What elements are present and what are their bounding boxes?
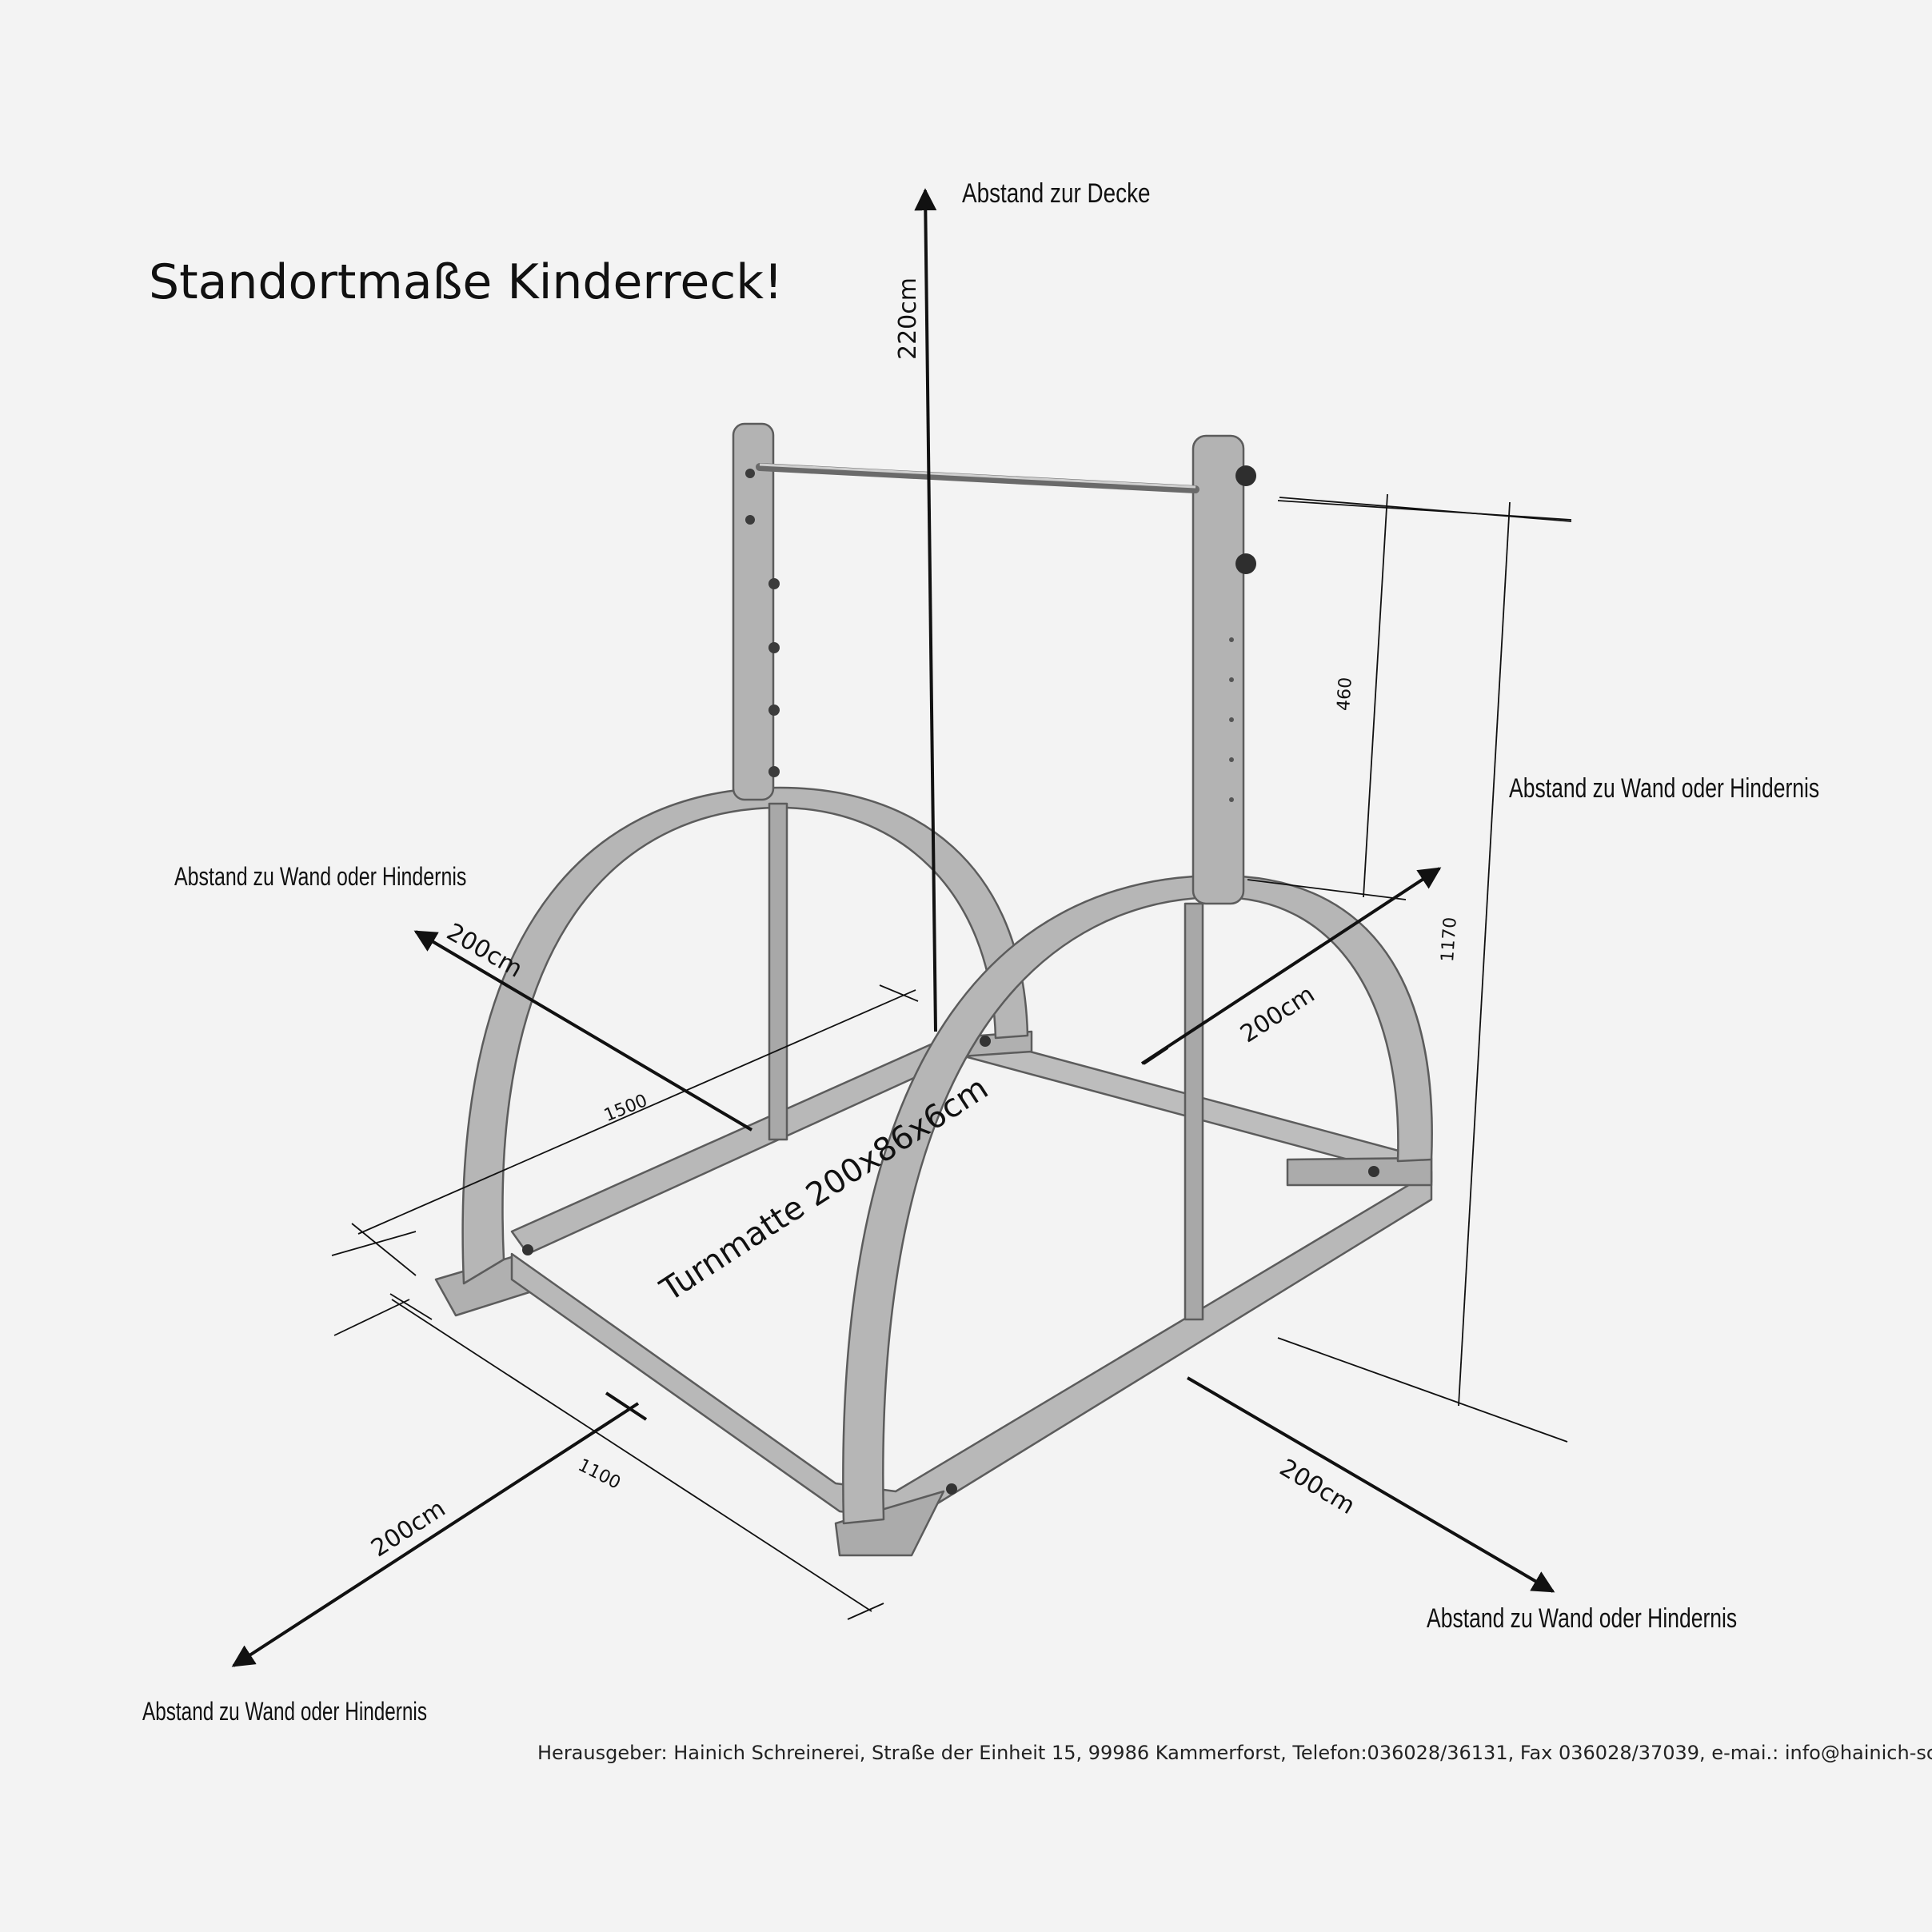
right-foot-pad-front <box>834 1490 945 1557</box>
left-post-holes <box>745 469 780 777</box>
back-arch <box>461 786 1029 1285</box>
ceiling-arrow <box>914 188 937 1032</box>
left-post-lower <box>768 802 788 1141</box>
length-dimension <box>331 984 919 1276</box>
wall-bottom-right-label: Abstand zu Wand oder Hindernis <box>1427 1603 1738 1634</box>
post-dimension-value: 460 <box>1334 677 1356 712</box>
height-dimension <box>1277 497 1572 1443</box>
wall-left-label: Abstand zu Wand oder Hindernis <box>174 862 467 891</box>
foot-bolts <box>522 1036 1379 1495</box>
page-title: Standortmaße Kinderreck! <box>149 254 784 310</box>
publisher-footer: Herausgeber: Hainich Schreinerei, Straße… <box>537 1742 1932 1764</box>
post-dimension <box>1247 493 1572 900</box>
right-clearance-arrow <box>1140 867 1442 1065</box>
wall-bottom-left-label: Abstand zu Wand oder Hindernis <box>142 1697 427 1726</box>
width-dimension <box>333 1293 884 1620</box>
bottom-right-clearance-arrow <box>1186 1376 1555 1593</box>
right-post <box>1192 434 1245 905</box>
right-foot-pad-back <box>1286 1156 1433 1187</box>
wall-right-label: Abstand zu Wand oder Hindernis <box>1509 773 1820 804</box>
left-clearance-arrow <box>413 930 753 1132</box>
bottom-left-clearance-arrow <box>231 1402 640 1667</box>
left-post <box>732 422 775 801</box>
high-bar <box>756 463 1200 493</box>
ceiling-clearance-value: 220cm <box>894 277 922 360</box>
right-post-knobs <box>1235 465 1256 574</box>
right-post-pinholes <box>1229 637 1234 802</box>
front-arch <box>842 874 1433 1525</box>
ceiling-label: Abstand zur Decke <box>962 178 1151 209</box>
right-post-lower <box>1184 902 1204 1321</box>
dimension-lines <box>231 188 1572 1667</box>
apparatus <box>434 422 1433 1557</box>
height-dimension-value: 1170 <box>1438 916 1461 963</box>
